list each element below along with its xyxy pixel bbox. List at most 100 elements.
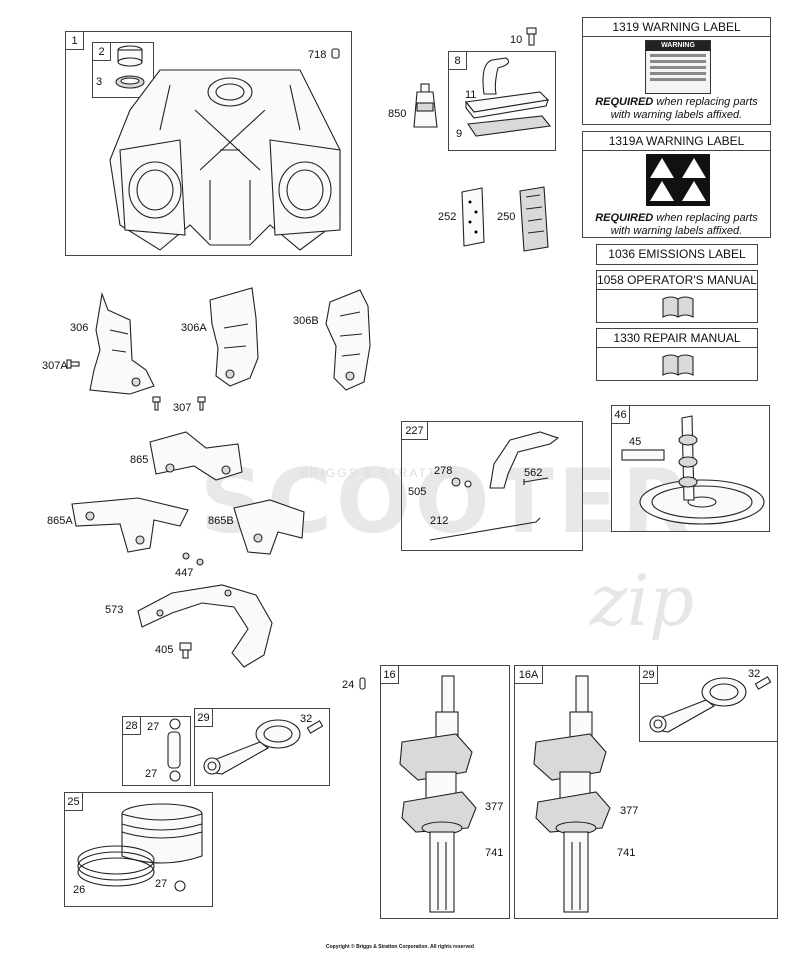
- repair-manual-card: 1330 REPAIR MANUAL: [596, 328, 758, 381]
- bushing-icon: [115, 45, 145, 89]
- callout-865B: 865B: [208, 515, 234, 527]
- callout-741-left: 741: [485, 847, 504, 859]
- group-bushing: 2: [92, 42, 154, 98]
- group-breather: 8: [448, 51, 556, 151]
- air-guide-306b-icon: [325, 289, 371, 391]
- callout-28: 28: [123, 717, 141, 735]
- operators-manual-title: 1058 OPERATOR'S MANUAL: [597, 271, 757, 290]
- plug-icon: [331, 48, 340, 59]
- warning-text1: when replacing parts: [653, 96, 758, 108]
- group-connecting-rod-right: 29: [639, 665, 778, 742]
- breather-icon: [464, 57, 552, 137]
- sealant-tube-icon: [413, 83, 438, 128]
- group-crankshaft: 16: [380, 665, 510, 919]
- bolt-icon: [152, 396, 161, 411]
- group-camshaft: 46: [611, 405, 770, 532]
- callout-306: 306: [70, 322, 89, 334]
- shroud-865a-icon: [71, 497, 189, 553]
- callout-505: 505: [408, 486, 427, 498]
- group-cylinder: 1: [65, 31, 352, 256]
- callout-307: 307: [173, 402, 192, 414]
- callout-447: 447: [175, 567, 194, 579]
- callout-573: 573: [105, 604, 124, 616]
- callout-25: 25: [65, 793, 83, 811]
- warning-a-text1: when replacing parts: [653, 212, 758, 224]
- callout-11: 11: [465, 89, 477, 101]
- callout-29-right: 29: [640, 666, 658, 684]
- copyright-footer: Copyright © Briggs & Stratton Corporatio…: [326, 944, 474, 950]
- shroud-865b-icon: [233, 499, 305, 555]
- group-governor: 227: [401, 421, 583, 551]
- emissions-label-card: 1036 EMISSIONS LABEL: [596, 244, 758, 265]
- callout-45: 45: [629, 436, 642, 448]
- callout-306A: 306A: [181, 322, 207, 334]
- callout-718: 718: [308, 49, 327, 61]
- book-icon: [662, 296, 694, 318]
- hazard-symbols-icon: [646, 154, 710, 206]
- callout-212: 212: [430, 515, 449, 527]
- warning-text2: with warning labels affixed.: [610, 109, 743, 121]
- crankshaft-icon: [399, 675, 477, 913]
- connecting-rod-icon: [649, 676, 772, 733]
- callout-227: 227: [402, 422, 428, 440]
- callout-2: 2: [93, 43, 111, 61]
- callout-306B: 306B: [293, 315, 319, 327]
- warning-label-card: 1319 WARNING LABEL WARNING REQUIRED when…: [582, 17, 771, 125]
- piston-pin-icon: [167, 718, 181, 782]
- air-guide-306-icon: [89, 291, 155, 395]
- callout-865: 865: [130, 454, 149, 466]
- baffle-573-icon: [137, 584, 273, 668]
- camshaft-gear-icon: [621, 415, 765, 525]
- callout-16: 16: [381, 666, 399, 684]
- shroud-865-icon: [149, 431, 243, 481]
- warning-required: REQUIRED: [595, 96, 654, 108]
- bolt-icon: [179, 642, 192, 659]
- pin-24-icon: [359, 677, 366, 690]
- callout-3: 3: [96, 76, 103, 88]
- callout-24: 24: [342, 679, 355, 691]
- callout-29-left: 29: [195, 709, 213, 727]
- callout-741-right: 741: [617, 847, 636, 859]
- callout-27-piston: 27: [155, 878, 168, 890]
- callout-850: 850: [388, 108, 407, 120]
- warning-a-required: REQUIRED: [595, 212, 654, 224]
- callout-278: 278: [434, 465, 453, 477]
- callout-32-left: 32: [300, 713, 313, 725]
- callout-252: 252: [438, 211, 457, 223]
- gasket-250-icon: [519, 186, 549, 252]
- bolt-icon: [526, 27, 537, 46]
- air-guide-306a-icon: [209, 287, 259, 387]
- watermark-script: zip: [590, 560, 695, 642]
- connecting-rod-icon: [203, 719, 324, 775]
- screws-icon: [182, 552, 204, 566]
- watermark: SCOOTER: [200, 450, 694, 553]
- callout-8: 8: [449, 52, 467, 70]
- watermark-sub: BRIGGS & STRATTON: [300, 466, 459, 480]
- group-crankshaft-a: 16A: [514, 665, 778, 919]
- gasket-252-icon: [461, 187, 485, 247]
- warning-sign-icon: WARNING: [645, 40, 711, 94]
- group-piston: 25: [64, 792, 213, 907]
- warning-a-text2: with warning labels affixed.: [610, 225, 743, 237]
- callout-16A: 16A: [515, 666, 543, 684]
- callout-307A: 307A: [42, 360, 68, 372]
- warning-label-a-title: 1319A WARNING LABEL: [583, 132, 770, 151]
- callout-562: 562: [524, 467, 543, 479]
- callout-377-right: 377: [620, 805, 639, 817]
- callout-46: 46: [612, 406, 630, 424]
- governor-lever-icon: [429, 431, 560, 541]
- book-icon: [662, 354, 694, 376]
- callout-26: 26: [73, 884, 86, 896]
- callout-377-left: 377: [485, 801, 504, 813]
- callout-250: 250: [497, 211, 516, 223]
- callout-32-right: 32: [748, 668, 761, 680]
- callout-865A: 865A: [47, 515, 73, 527]
- piston-icon: [77, 803, 203, 892]
- bolt-icon: [66, 359, 80, 369]
- callout-405: 405: [155, 644, 174, 656]
- warning-label-title: 1319 WARNING LABEL: [583, 18, 770, 37]
- callout-27-bottom: 27: [145, 768, 158, 780]
- callout-27-top: 27: [147, 721, 160, 733]
- repair-manual-title: 1330 REPAIR MANUAL: [597, 329, 757, 348]
- callout-10: 10: [510, 34, 523, 46]
